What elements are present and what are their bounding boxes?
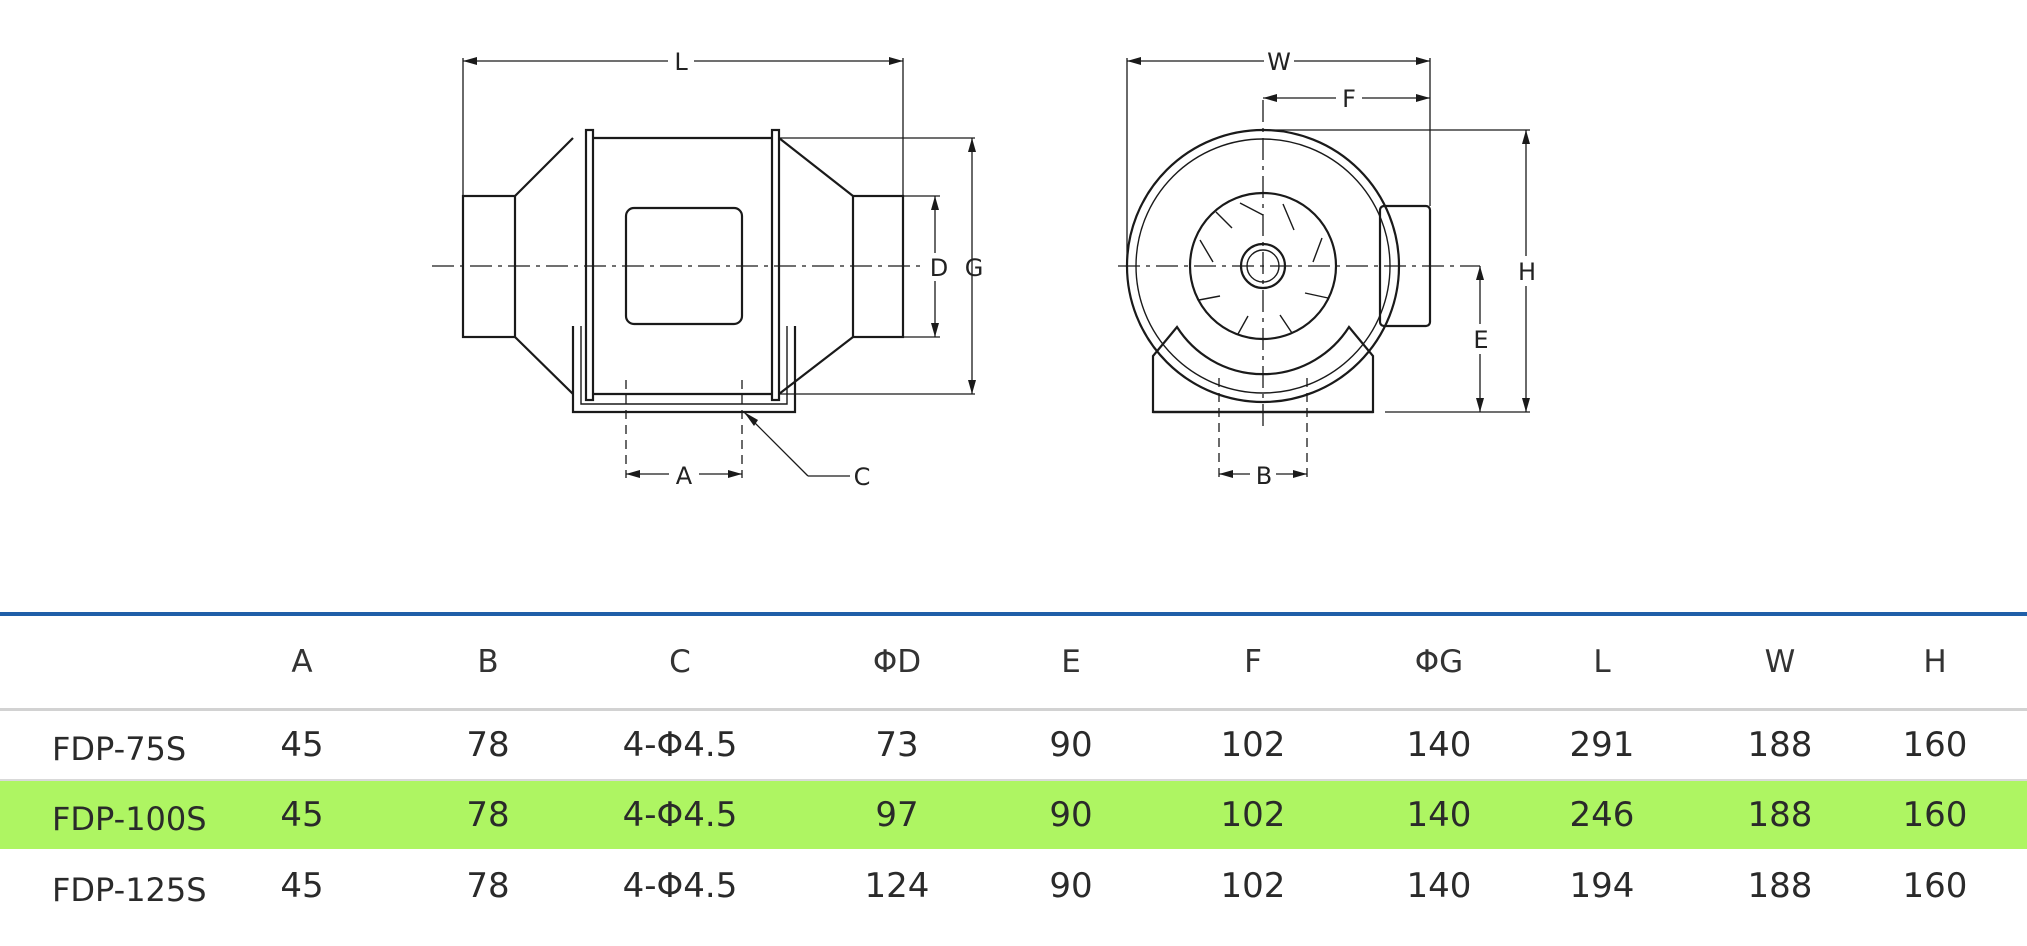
header-b: B [477, 644, 499, 680]
table-cell: 160 [1902, 866, 1968, 906]
table-cell: 188 [1747, 866, 1813, 906]
table-cell: 124 [864, 866, 930, 906]
label-l: L [674, 48, 688, 76]
table-cell: 102 [1220, 866, 1286, 906]
table-cell: 90 [1049, 866, 1093, 906]
table-cell: 4-Φ4.5 [622, 795, 738, 835]
header-f: F [1244, 644, 1262, 680]
table-cell: 4-Φ4.5 [622, 866, 738, 906]
table-cell: 140 [1406, 866, 1472, 906]
table-cell: 188 [1747, 725, 1813, 765]
table-cell: 140 [1406, 795, 1472, 835]
table-cell: 45 [280, 795, 324, 835]
table-cell: 73 [875, 725, 919, 765]
model-name: FDP-125S [52, 871, 207, 909]
table-row: FDP-125S 45 78 4-Φ4.5 124 90 102 140 194… [0, 849, 2027, 923]
table-cell: 102 [1220, 795, 1286, 835]
label-f: F [1342, 85, 1356, 113]
label-g: G [965, 254, 984, 282]
table-cell: 194 [1569, 866, 1635, 906]
label-e: E [1473, 326, 1488, 354]
front-view: W F H E B [1118, 46, 1540, 490]
table-row-highlighted: FDP-100S 45 78 4-Φ4.5 97 90 102 140 246 … [0, 781, 2027, 849]
header-c: C [669, 644, 691, 680]
header-h: H [1923, 644, 1947, 680]
header-d: ΦD [872, 644, 922, 680]
table-header-row: A B C ΦD E F ΦG L W H [0, 616, 2027, 711]
table-cell: 78 [466, 795, 510, 835]
table-cell: 188 [1747, 795, 1813, 835]
table-cell: 97 [875, 795, 919, 835]
label-w: W [1267, 48, 1291, 76]
label-d: D [930, 254, 948, 282]
table-cell: 4-Φ4.5 [622, 725, 738, 765]
label-b: B [1256, 462, 1272, 490]
spec-table: A B C ΦD E F ΦG L W H FDP-75S 45 78 4-Φ4… [0, 612, 2027, 923]
label-c: C [854, 463, 871, 491]
table-cell: 246 [1569, 795, 1635, 835]
table-cell: 78 [466, 866, 510, 906]
table-cell: 140 [1406, 725, 1472, 765]
table-cell: 160 [1902, 725, 1968, 765]
table-cell: 291 [1569, 725, 1635, 765]
table-cell: 102 [1220, 725, 1286, 765]
table-cell: 78 [466, 725, 510, 765]
label-a: A [676, 462, 693, 490]
header-g: ΦG [1414, 644, 1464, 680]
table-cell: 45 [280, 725, 324, 765]
header-a: A [291, 644, 313, 680]
table-cell: 160 [1902, 795, 1968, 835]
side-view: A C L D G [432, 46, 983, 491]
table-cell: 90 [1049, 725, 1093, 765]
label-h: H [1518, 258, 1536, 286]
header-w: W [1764, 644, 1796, 680]
header-e: E [1061, 644, 1081, 680]
header-l: L [1593, 644, 1611, 680]
model-name: FDP-75S [52, 730, 187, 768]
table-row: FDP-75S 45 78 4-Φ4.5 73 90 102 140 291 1… [0, 711, 2027, 781]
model-name: FDP-100S [52, 800, 207, 838]
table-cell: 45 [280, 866, 324, 906]
table-cell: 90 [1049, 795, 1093, 835]
technical-drawing: A C L D G [432, 46, 1540, 491]
